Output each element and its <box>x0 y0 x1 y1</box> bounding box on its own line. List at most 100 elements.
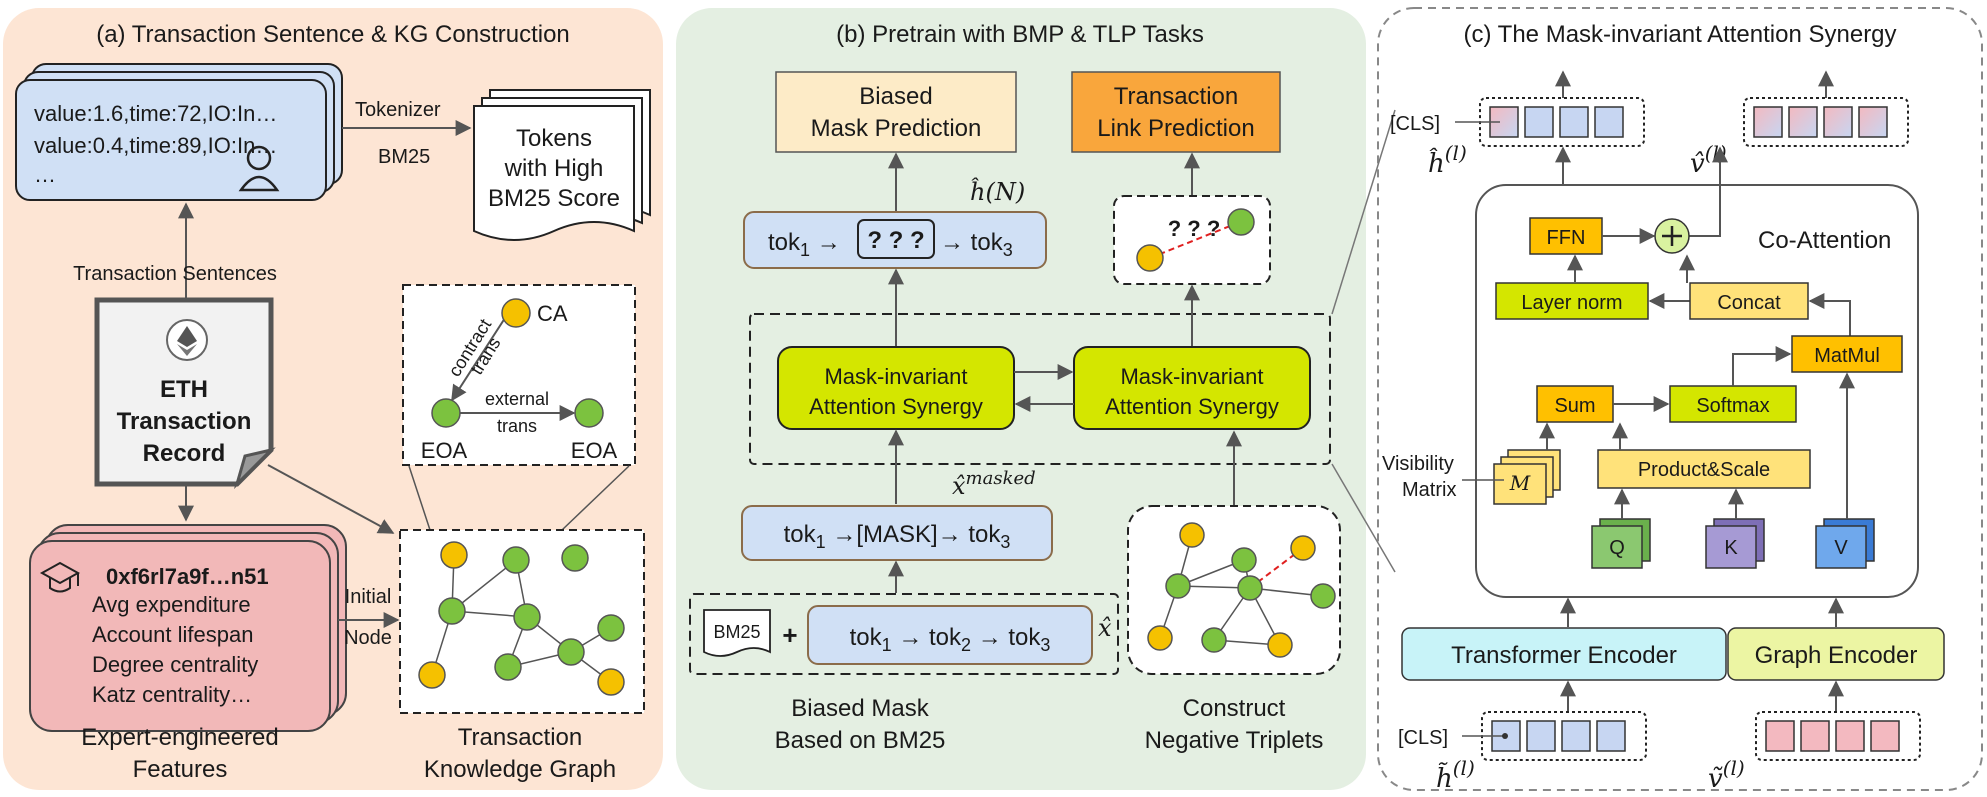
token-cell <box>1594 106 1624 138</box>
token-cell <box>1858 106 1888 138</box>
negative-line-2: Negative Triplets <box>1145 727 1324 754</box>
kg-node <box>440 541 468 569</box>
ca-node <box>501 298 531 328</box>
bmp-line-1: Biased <box>859 83 932 110</box>
matmul-to-concat-arrow <box>1808 293 1851 336</box>
neg-node <box>1231 547 1257 573</box>
masked-sequence-box <box>741 505 1053 561</box>
neg-node <box>1310 583 1336 609</box>
matmul-box <box>1791 335 1903 373</box>
eoa-label-2: EOA <box>571 438 618 463</box>
features-stack <box>29 524 347 732</box>
eth-record-fold <box>233 447 276 490</box>
feature-3: Degree centrality <box>92 652 258 677</box>
visibility-line-2: Matrix <box>1402 479 1456 501</box>
bm25-doc-label: BM25 <box>713 622 760 642</box>
tokens-line-1: Tokens <box>516 125 592 152</box>
panel-a-title: (a) Transaction Sentence & KG Constructi… <box>96 21 570 48</box>
q-box <box>1591 525 1643 569</box>
kg-line-2: Knowledge Graph <box>424 756 616 783</box>
zoom-connector-top <box>1331 109 1396 315</box>
v-label: V <box>1834 537 1848 559</box>
input-sequence-box <box>807 605 1093 665</box>
token-cell <box>1765 720 1795 752</box>
link-node-b <box>1227 208 1255 236</box>
bm25-label: BM25 <box>378 146 430 168</box>
cls-bottom-dot <box>1502 733 1508 739</box>
matmul-label: MatMul <box>1814 345 1880 367</box>
pred-seq-tok1: tok1 → <box>768 229 841 260</box>
cls-bottom-label: [CLS] <box>1398 727 1448 749</box>
link-node-a <box>1136 244 1164 272</box>
tokens-line-3: BM25 Score <box>488 185 620 212</box>
h-n-label: ĥ(N) <box>970 177 1025 206</box>
graph-encoder-box <box>1727 627 1945 681</box>
mask-question-box <box>857 219 935 259</box>
token-cell <box>1524 106 1554 138</box>
eoa-label-1: EOA <box>421 438 468 463</box>
kg-node <box>597 614 625 642</box>
inset-connector-right <box>561 465 630 531</box>
sentence-line-2: value:0.4,time:89,IO:In… <box>34 133 277 158</box>
sentence-line-1: value:1.6,time:72,IO:In… <box>34 101 277 126</box>
biased-mask-line-1: Biased Mask <box>791 695 929 722</box>
mas2-line-1: Mask-invariant <box>1120 364 1263 389</box>
softmax-label: Softmax <box>1696 395 1769 417</box>
token-cell <box>1835 720 1865 752</box>
product-scale-box <box>1597 449 1811 489</box>
eth-line-3: Record <box>143 440 226 467</box>
token-cell <box>1526 720 1556 752</box>
panel-b-title: (b) Pretrain with BMP & TLP Tasks <box>836 21 1204 48</box>
eth-to-kg-arrow <box>267 464 395 534</box>
neg-node <box>1290 535 1316 561</box>
token-cell <box>1800 720 1830 752</box>
feature-4: Katz centrality… <box>92 682 252 707</box>
biased-mask-line-2: Based on BM25 <box>775 727 946 754</box>
tlp-line-1: Transaction <box>1114 83 1239 110</box>
biased-mask-container <box>689 593 1119 675</box>
neg-node <box>1165 573 1191 599</box>
link-dashed-edge <box>1149 221 1241 259</box>
trans-label-2: trans <box>497 416 537 436</box>
kg-node <box>597 668 625 696</box>
v-tilde-label: ṽ(l) <box>1708 756 1745 794</box>
token-cell <box>1870 720 1900 752</box>
k-box <box>1705 525 1757 569</box>
plus-sign: + <box>782 620 797 650</box>
neg-node <box>1237 575 1263 601</box>
token-cell <box>1788 106 1818 138</box>
inset-connector-left <box>408 465 431 531</box>
mas-container <box>749 313 1331 465</box>
kg-node <box>438 597 466 625</box>
token-cell <box>1596 720 1626 752</box>
eth-line-1: ETH <box>160 376 208 403</box>
kg-node <box>494 653 522 681</box>
kg-node <box>513 603 541 631</box>
tlp-box <box>1071 71 1281 153</box>
kg-node <box>418 661 446 689</box>
mas-box-2 <box>1073 346 1311 430</box>
initial-label: Initial <box>345 586 392 608</box>
q-label: Q <box>1609 537 1625 559</box>
sum-label: Sum <box>1554 395 1595 417</box>
tokens-document-stack <box>473 89 651 241</box>
eth-line-2: Transaction <box>117 408 252 435</box>
neg-node <box>1147 625 1173 651</box>
address-label: 0xf6rl7a9f…n51 <box>106 564 269 589</box>
kg-node <box>502 546 530 574</box>
kg-line-1: Transaction <box>458 724 583 751</box>
ethereum-icon <box>166 319 208 361</box>
concat-label: Concat <box>1717 292 1781 314</box>
sentence-line-3: … <box>34 162 56 187</box>
token-cell <box>1753 106 1783 138</box>
mas1-line-1: Mask-invariant <box>824 364 967 389</box>
zoom-connector-bottom <box>1331 463 1396 573</box>
mask-question-marks: ? ? ? <box>867 227 924 254</box>
contract-trans-edge <box>451 317 506 402</box>
token-cell <box>1559 106 1589 138</box>
mas2-line-2: Attention Synergy <box>1105 394 1279 419</box>
bmp-line-2: Mask Prediction <box>811 115 982 142</box>
add-icon <box>1654 218 1690 254</box>
v-box <box>1815 525 1867 569</box>
